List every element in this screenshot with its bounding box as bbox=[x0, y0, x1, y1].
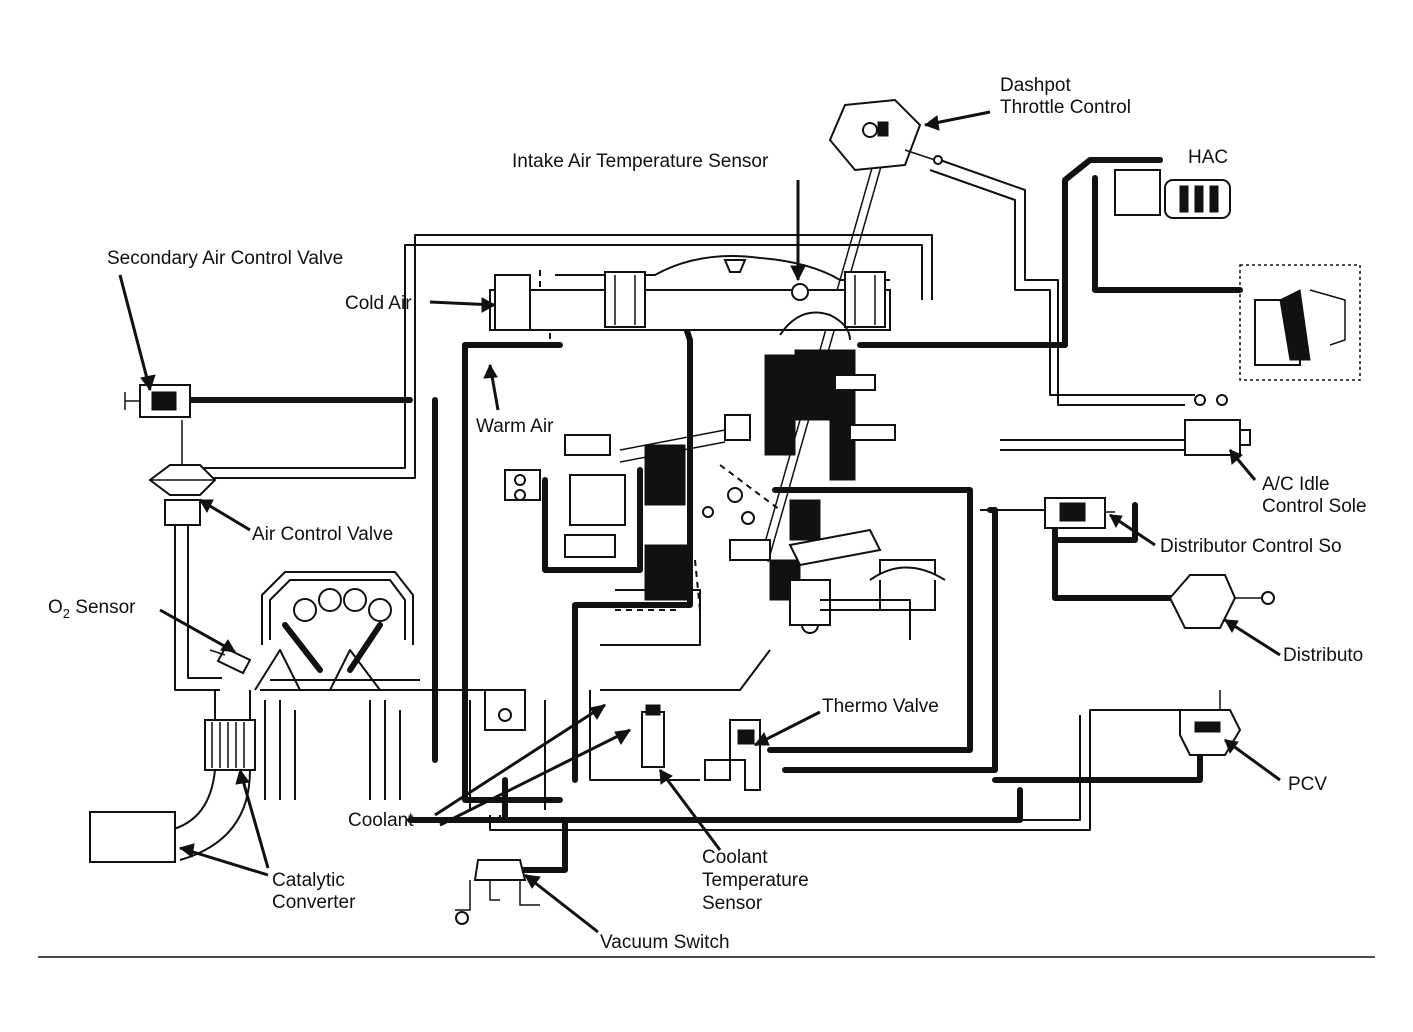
dashpot-throttle-control-symbol bbox=[828, 98, 943, 172]
label-distributor: Distributo bbox=[1283, 645, 1363, 666]
air-cleaner bbox=[489, 255, 891, 331]
label-pcv: PCV bbox=[1288, 774, 1327, 795]
air-control-valve-symbol bbox=[148, 420, 217, 526]
label-o2-subscript: 2 bbox=[63, 606, 70, 621]
coolant-temperature-sensor-symbol bbox=[641, 704, 665, 768]
carburetor-body bbox=[504, 311, 946, 646]
label-secondary-air-control-valve: Secondary Air Control Valve bbox=[107, 248, 343, 269]
label-o2-prefix: O bbox=[48, 597, 63, 618]
label-dashpot-line1: Dashpot bbox=[1000, 75, 1071, 96]
label-o2-sensor: O2 Sensor bbox=[48, 597, 136, 621]
label-catalytic-line2: Converter bbox=[272, 892, 356, 913]
distributor-vacuum-advance-symbol bbox=[1168, 574, 1275, 629]
label-coolant-temp-line2: Temperature bbox=[702, 870, 809, 891]
leader-arrows bbox=[118, 110, 1281, 934]
label-air-control-valve: Air Control Valve bbox=[252, 524, 393, 545]
secondary-air-control-valve-symbol bbox=[124, 384, 191, 418]
pcv-valve-symbol bbox=[1179, 690, 1242, 756]
label-ac-idle-line2: Control Sole bbox=[1262, 496, 1367, 517]
o2-sensor-symbol bbox=[209, 646, 252, 675]
label-warm-air: Warm Air bbox=[476, 416, 554, 437]
labels: Dashpot Throttle Control Intake Air Temp… bbox=[48, 75, 1367, 953]
label-coolant-temp-line3: Sensor bbox=[702, 893, 763, 914]
label-vacuum-switch: Vacuum Switch bbox=[600, 932, 730, 953]
label-coolant-temp-line1: Coolant bbox=[702, 847, 768, 868]
label-catalytic-line1: Catalytic bbox=[272, 870, 345, 891]
label-hac: HAC bbox=[1188, 147, 1228, 168]
label-dashpot-line2: Throttle Control bbox=[1000, 97, 1131, 118]
vacuum-switch-symbol bbox=[455, 859, 540, 925]
label-ac-idle-line1: A/C Idle bbox=[1262, 474, 1330, 495]
label-cold-air: Cold Air bbox=[345, 293, 412, 314]
label-distributor-control-solenoid: Distributor Control So bbox=[1160, 536, 1342, 557]
ac-idle-control-solenoid-symbol bbox=[1184, 394, 1251, 456]
catalytic-converter-symbol bbox=[89, 690, 256, 863]
label-o2-suffix: Sensor bbox=[70, 597, 136, 618]
exhaust-manifold bbox=[254, 571, 546, 810]
distributor-control-solenoid-symbol bbox=[1044, 497, 1115, 529]
idle-compensator-box bbox=[1239, 264, 1361, 381]
label-coolant: Coolant bbox=[348, 810, 414, 831]
label-intake-air-temperature-sensor: Intake Air Temperature Sensor bbox=[512, 151, 769, 172]
hac-symbol bbox=[1114, 157, 1231, 219]
thermo-valve-symbol bbox=[704, 719, 761, 791]
label-thermo-valve: Thermo Valve bbox=[822, 696, 939, 717]
